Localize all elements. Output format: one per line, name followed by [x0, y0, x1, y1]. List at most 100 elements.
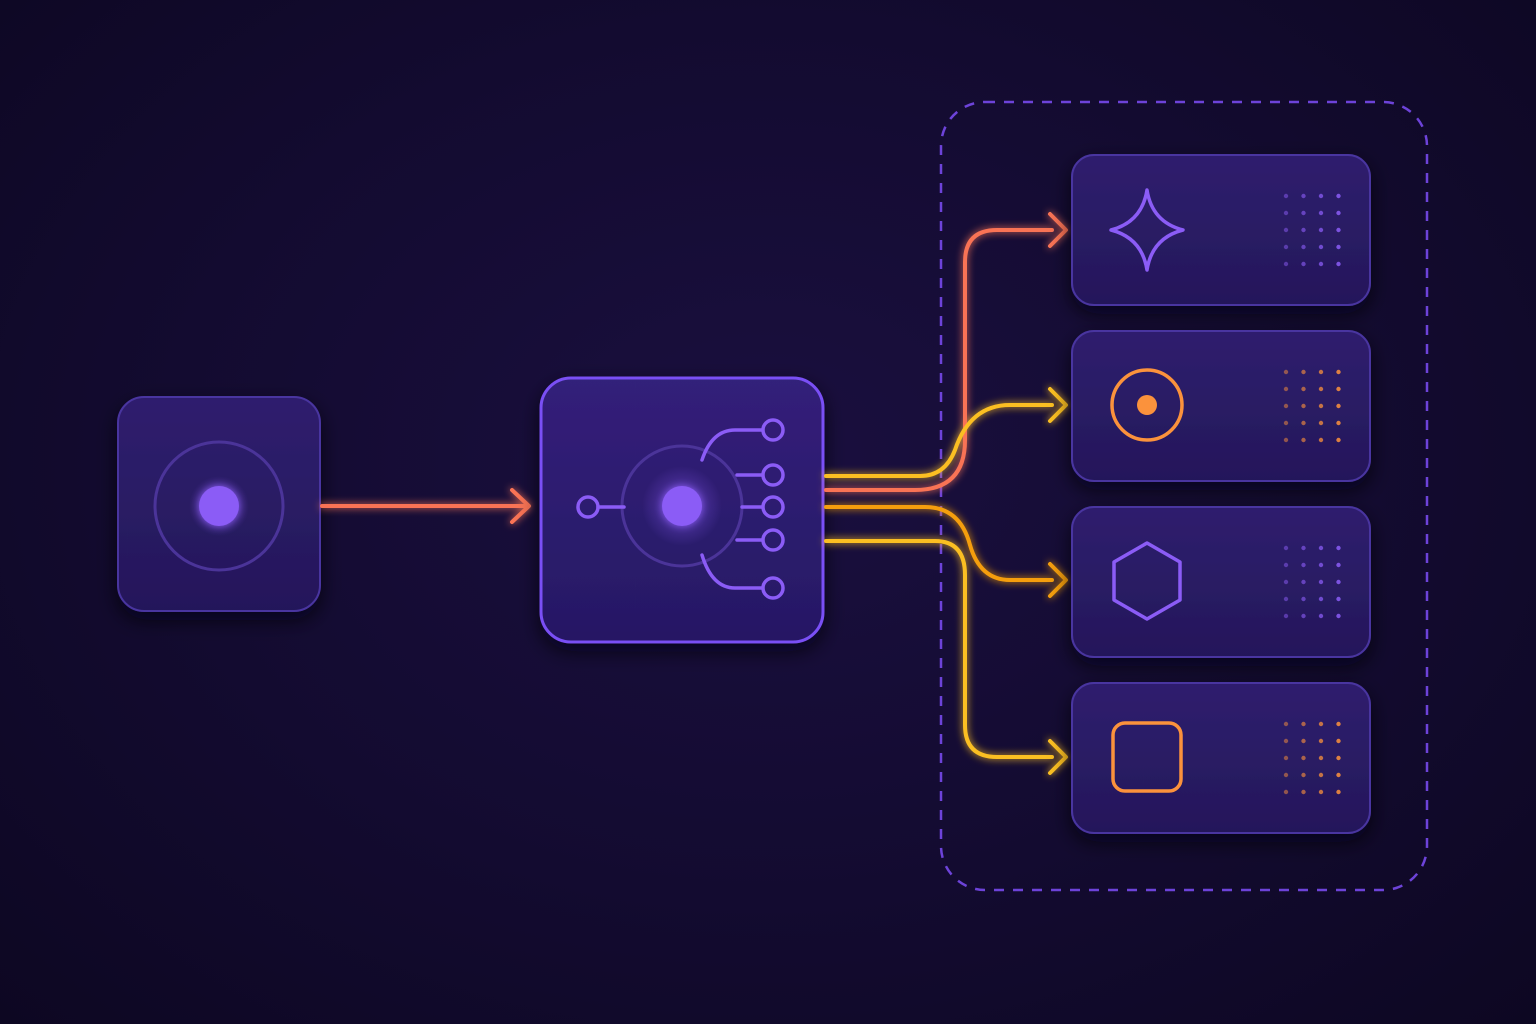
arrowhead-output-3 — [1048, 562, 1068, 598]
wire-to-output-2 — [824, 403, 1054, 478]
arrowhead-output-4 — [1048, 739, 1068, 775]
grid-dot — [1336, 210, 1341, 216]
grid-dot — [1336, 261, 1341, 267]
grid-dot — [1283, 579, 1289, 585]
hub-output-wires — [824, 228, 1054, 759]
hexagon-icon — [1112, 541, 1182, 621]
grid-dot — [1318, 613, 1324, 619]
output-card-3[interactable] — [1071, 506, 1371, 658]
grid-dot — [1318, 789, 1324, 795]
grid-dot — [1318, 579, 1324, 585]
grid-dot — [1336, 420, 1341, 426]
grid-dot — [1301, 403, 1306, 409]
grid-dot — [1301, 545, 1306, 551]
grid-dot — [1283, 244, 1289, 250]
output-group-outline — [939, 100, 1429, 892]
dot-grid-1 — [1283, 193, 1341, 267]
grid-dot — [1336, 545, 1341, 551]
grid-dot — [1336, 596, 1341, 602]
grid-dot — [1301, 386, 1306, 392]
grid-dot — [1283, 210, 1289, 216]
output-card-4[interactable] — [1071, 682, 1371, 834]
grid-dot — [1336, 772, 1341, 778]
grid-dot — [1283, 420, 1289, 426]
grid-dot — [1283, 437, 1289, 443]
grid-dot — [1301, 562, 1306, 568]
grid-dot — [1336, 386, 1341, 392]
four-point-star-icon — [1109, 188, 1185, 272]
grid-dot — [1318, 721, 1324, 727]
grid-dot — [1318, 261, 1324, 267]
branching-network-icon — [576, 418, 785, 600]
grid-dot — [1318, 369, 1324, 375]
grid-dot — [1336, 437, 1341, 443]
target-dot-icon — [153, 440, 285, 572]
grid-dot — [1336, 613, 1341, 619]
grid-dot — [1336, 755, 1341, 761]
grid-dot — [1301, 596, 1306, 602]
grid-dot — [1301, 420, 1306, 426]
grid-dot — [1301, 789, 1306, 795]
grid-dot — [1318, 755, 1324, 761]
dot-grid-2 — [1283, 369, 1341, 443]
grid-dot — [1283, 738, 1289, 744]
grid-dot — [1301, 579, 1306, 585]
grid-dot — [1301, 193, 1306, 199]
grid-dot — [1318, 596, 1324, 602]
grid-dot — [1318, 244, 1324, 250]
grid-dot — [1301, 369, 1306, 375]
grid-dot — [1318, 210, 1324, 216]
grid-dot — [1318, 386, 1324, 392]
grid-dot — [1283, 227, 1289, 233]
grid-dot — [1318, 403, 1324, 409]
grid-dot — [1301, 227, 1306, 233]
source-to-hub-arrow — [320, 488, 531, 524]
grid-dot — [1336, 721, 1341, 727]
grid-dot — [1301, 210, 1306, 216]
grid-dot — [1283, 789, 1289, 795]
grid-dot — [1283, 403, 1289, 409]
grid-dot — [1301, 437, 1306, 443]
grid-dot — [1318, 562, 1324, 568]
dot-grid-4 — [1283, 721, 1341, 795]
grid-dot — [1336, 562, 1341, 568]
grid-dot — [1336, 227, 1341, 233]
grid-dot — [1336, 789, 1341, 795]
arrowhead-output-1 — [1048, 212, 1068, 248]
grid-dot — [1283, 755, 1289, 761]
grid-dot — [1283, 613, 1289, 619]
grid-dot — [1301, 738, 1306, 744]
grid-dot — [1336, 579, 1341, 585]
grid-dot — [1283, 369, 1289, 375]
wire-to-output-3 — [824, 505, 1054, 582]
grid-dot — [1283, 386, 1289, 392]
rounded-square-icon — [1111, 721, 1183, 793]
grid-dot — [1301, 772, 1306, 778]
arrowhead-output-2 — [1048, 387, 1068, 423]
grid-dot — [1283, 193, 1289, 199]
grid-dot — [1318, 420, 1324, 426]
dot-grid-3 — [1283, 545, 1341, 619]
grid-dot — [1318, 772, 1324, 778]
grid-dot — [1318, 437, 1324, 443]
grid-dot — [1336, 244, 1341, 250]
grid-dot — [1283, 562, 1289, 568]
ring-dot-icon — [1110, 368, 1184, 442]
grid-dot — [1283, 261, 1289, 267]
grid-dot — [1301, 721, 1306, 727]
grid-dot — [1336, 369, 1341, 375]
grid-dot — [1318, 227, 1324, 233]
card-dot-grids — [1283, 193, 1341, 795]
grid-dot — [1301, 244, 1306, 250]
grid-dot — [1283, 545, 1289, 551]
grid-dot — [1318, 545, 1324, 551]
grid-dot — [1301, 755, 1306, 761]
wire-to-output-1 — [824, 228, 1054, 492]
output-card-2[interactable] — [1071, 330, 1371, 482]
grid-dot — [1283, 596, 1289, 602]
grid-dot — [1336, 738, 1341, 744]
grid-dot — [1283, 721, 1289, 727]
grid-dot — [1336, 193, 1341, 199]
